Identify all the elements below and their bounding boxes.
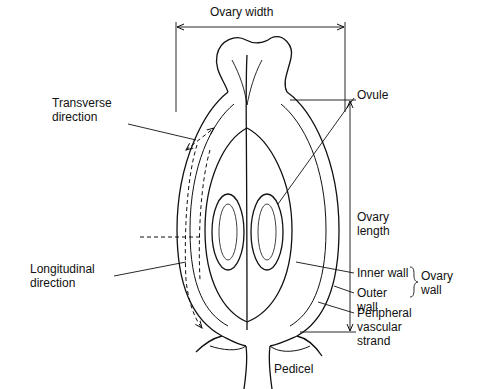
dimension-label: Ovary length [357,210,417,238]
direction-label: Transverse direction [52,96,126,124]
part-label: Ovule [357,88,388,102]
direction-label: Longitudinal direction [30,262,112,290]
part-label: Inner wall [357,266,408,280]
dimension-label: Ovary width [210,5,273,19]
part-label: Peripheral vascular strand [357,306,435,348]
part-label: Ovary wall [421,269,461,297]
part-label: Pedicel [274,362,313,376]
